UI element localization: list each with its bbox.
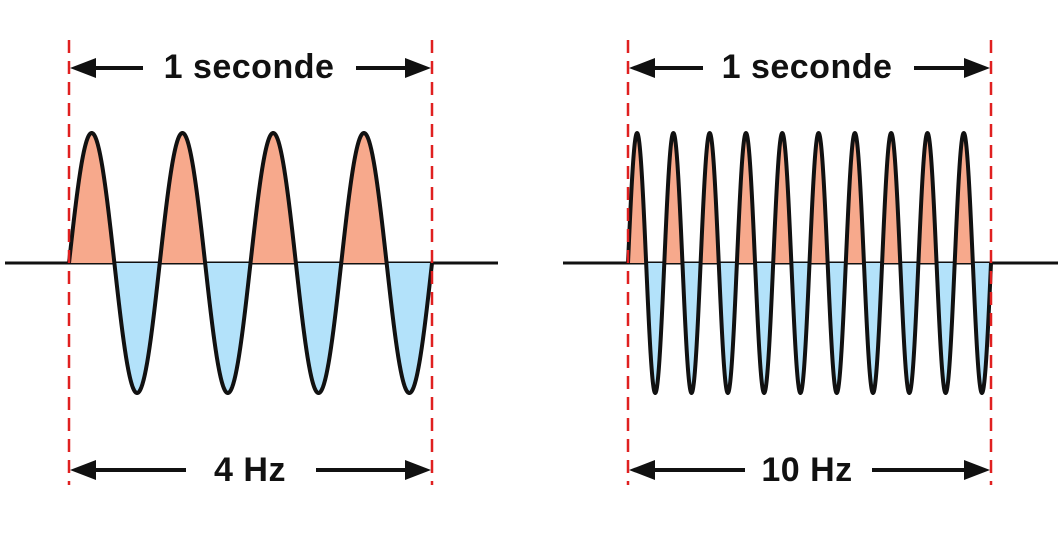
frequency-label: 10 Hz — [761, 451, 853, 489]
arrow-right-head — [964, 460, 990, 480]
duration-arrow — [629, 58, 990, 78]
sine-wave — [67, 131, 434, 395]
sine-wave — [626, 131, 993, 395]
duration-label: 1 seconde — [721, 48, 893, 86]
arrow-right-head — [405, 460, 431, 480]
arrow-left-head — [70, 58, 96, 78]
arrow-left-head — [70, 460, 96, 480]
arrow-left-head — [629, 460, 655, 480]
duration-label: 1 seconde — [163, 48, 335, 86]
duration-arrow — [70, 58, 431, 78]
frequency-arrow — [70, 460, 431, 480]
arrow-right-head — [964, 58, 990, 78]
frequency-label: 4 Hz — [214, 451, 286, 489]
arrow-right-head — [405, 58, 431, 78]
frequency-arrow — [629, 460, 990, 480]
positive-half-fill — [69, 133, 432, 263]
panel-10hz — [563, 40, 1058, 485]
negative-half-fill — [69, 263, 432, 393]
arrow-left-head — [629, 58, 655, 78]
panel-4hz — [5, 40, 498, 485]
